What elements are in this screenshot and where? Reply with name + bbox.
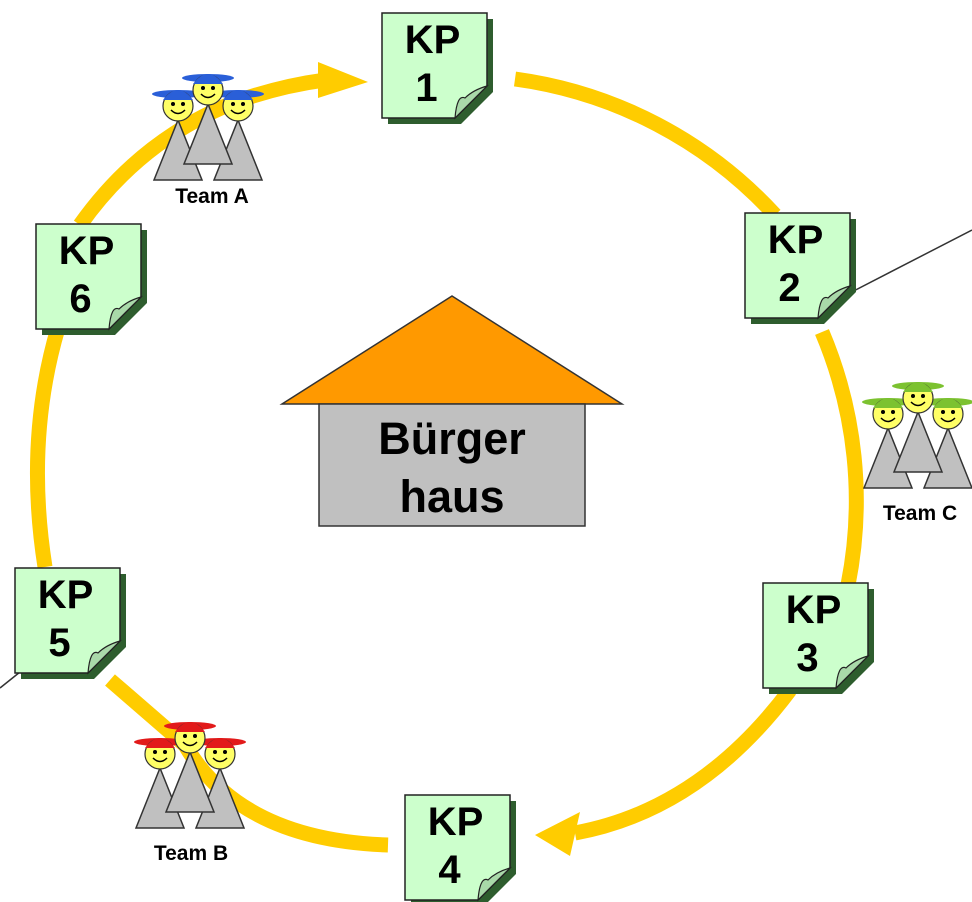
- checkpoint-number: 5: [48, 621, 70, 665]
- pointer-line: [841, 229, 972, 298]
- cap-icon: [145, 738, 175, 748]
- route-segment-kp3-kp4: [573, 685, 796, 841]
- note-corner-fold: [817, 284, 853, 320]
- route-segment-kp1-kp2: [513, 71, 781, 221]
- route-segment-kp4-kp5: [105, 674, 389, 853]
- smile: [152, 757, 168, 763]
- cap-icon: [223, 90, 253, 100]
- eye: [201, 86, 205, 90]
- team-c-label: Team C: [883, 502, 957, 525]
- checkpoint-label: KP: [768, 218, 824, 262]
- eye: [223, 750, 227, 754]
- arrow-head-icon: [535, 812, 580, 856]
- team-c-group: Team C: [862, 382, 972, 525]
- checkpoint-kp3: KP3: [762, 582, 874, 694]
- person-figure: [212, 90, 264, 181]
- eye: [241, 102, 245, 106]
- house-label-line2: haus: [399, 471, 504, 522]
- smile: [182, 741, 198, 747]
- team-a-label: Team A: [175, 185, 249, 208]
- checkpoint-kp5: KP5: [14, 567, 126, 679]
- note-corner-fold: [477, 866, 513, 902]
- eye: [181, 102, 185, 106]
- note-corner-fold: [835, 654, 871, 690]
- eye: [193, 734, 197, 738]
- route: [29, 71, 864, 853]
- eye: [153, 750, 157, 754]
- eye: [231, 102, 235, 106]
- note-corner-fold: [454, 84, 490, 120]
- checkpoint-label: KP: [428, 800, 484, 844]
- checkpoint-number: 3: [796, 636, 818, 680]
- house-label-line1: Bürger: [378, 413, 526, 464]
- eye: [921, 394, 925, 398]
- cap-icon: [933, 398, 963, 408]
- checkpoint-number: 2: [778, 266, 800, 310]
- person-figure: [892, 382, 944, 473]
- house-roof: [279, 295, 625, 405]
- arrow-head-icon: [318, 62, 368, 98]
- smile: [200, 93, 216, 99]
- eye: [183, 734, 187, 738]
- person-figure: [164, 722, 216, 813]
- eye: [951, 410, 955, 414]
- checkpoint-kp6: KP6: [35, 223, 147, 335]
- house-wall: [318, 403, 586, 527]
- checkpoint-label: KP: [38, 573, 94, 617]
- checkpoint-label: KP: [405, 18, 461, 62]
- checkpoint-kp1: KP1: [381, 12, 493, 124]
- smile: [880, 417, 896, 423]
- team-b-group: Team B: [134, 722, 246, 865]
- smile: [170, 109, 186, 115]
- cap-icon: [193, 74, 223, 84]
- route-segment-kp6-kp1: [73, 72, 326, 230]
- buergerhaus: Bürger haus: [279, 295, 625, 527]
- cap-icon: [873, 398, 903, 408]
- smile: [910, 401, 926, 407]
- checkpoint-label: KP: [786, 588, 842, 632]
- cap-icon: [163, 90, 193, 100]
- person-figure: [152, 90, 204, 181]
- eye: [163, 750, 167, 754]
- route-segment-kp5-kp6: [29, 325, 66, 569]
- smile: [212, 757, 228, 763]
- checkpoint-number: 6: [69, 277, 91, 321]
- checkpoint-label: KP: [59, 229, 115, 273]
- note-corner-fold: [87, 639, 123, 675]
- person-figure: [134, 738, 186, 829]
- person-body: [892, 409, 944, 473]
- cap-icon: [903, 382, 933, 392]
- route-segment-kp2-kp3: [815, 329, 864, 587]
- team-a-group: Team A: [152, 74, 264, 208]
- person-body: [182, 101, 234, 165]
- smile: [940, 417, 956, 423]
- eye: [211, 86, 215, 90]
- person-figure: [182, 74, 234, 165]
- person-figure: [194, 738, 246, 829]
- checkpoint-number: 4: [438, 848, 461, 892]
- eye: [941, 410, 945, 414]
- team-b-label: Team B: [154, 842, 228, 865]
- eye: [911, 394, 915, 398]
- eye: [171, 102, 175, 106]
- note-corner-fold: [108, 295, 144, 331]
- eye: [891, 410, 895, 414]
- checkpoint-kp4: KP4: [404, 794, 516, 902]
- person-figure: [862, 398, 914, 489]
- cap-icon: [205, 738, 235, 748]
- eye: [213, 750, 217, 754]
- eye: [881, 410, 885, 414]
- person-body: [164, 749, 216, 813]
- person-figure: [922, 398, 972, 489]
- checkpoint-kp2: KP2: [744, 212, 856, 324]
- pointer-line: [0, 671, 21, 689]
- cap-icon: [175, 722, 205, 732]
- smile: [230, 109, 246, 115]
- checkpoint-number: 1: [415, 66, 437, 110]
